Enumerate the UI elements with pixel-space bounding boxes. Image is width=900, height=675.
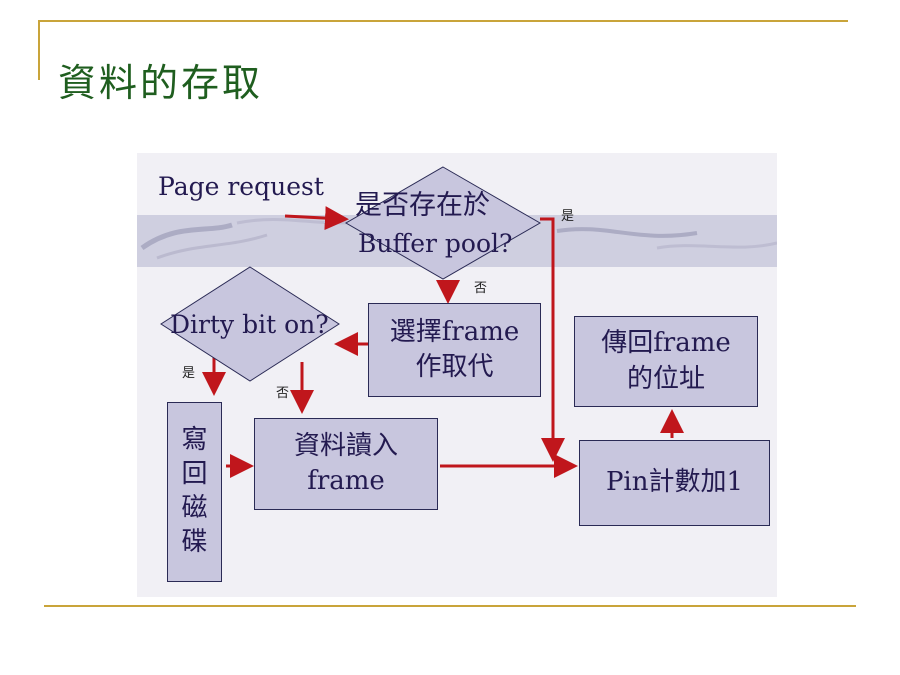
box-return-address: 傳回frame 的位址 <box>574 316 758 407</box>
box-read-line2: frame <box>307 466 385 496</box>
edge-no-buffer-label: 否 <box>474 281 488 296</box>
decision-buffer-line2: Buffer pool? <box>358 229 513 258</box>
top-rule <box>38 20 848 22</box>
box-select-line2: 作取代 <box>415 352 494 382</box>
box-write-char4: 碟 <box>181 526 208 557</box>
slide-title: 資料的存取 <box>58 61 264 105</box>
box-pin-count: Pin計數加1 <box>579 440 770 526</box>
box-write-disk: 寫 回 磁 碟 <box>167 402 222 582</box>
decision-dirty-label: Dirty bit on? <box>170 310 329 339</box>
arrow-request <box>284 206 349 231</box>
decision-buffer-diamond <box>344 166 542 280</box>
decision-dirty-diamond <box>160 266 340 382</box>
box-return-line2: 的位址 <box>626 363 705 394</box>
edge-no-dirty-label: 否 <box>276 386 290 401</box>
box-write-char2: 回 <box>181 459 208 490</box>
edge-yes-buffer-label: 是 <box>561 209 575 224</box>
box-read-frame: 資料讀入 frame <box>254 418 438 510</box>
box-select-line1: 選擇frame <box>389 316 520 347</box>
box-read-line1: 資料讀入 <box>293 430 398 461</box>
box-write-char3: 磁 <box>181 493 208 523</box>
box-write-char1: 寫 <box>181 425 208 456</box>
box-pin-label: Pin計數加1 <box>605 467 744 498</box>
decision-buffer-line1: 是否存在於 <box>355 190 490 221</box>
edge-yes-dirty-label: 是 <box>182 366 196 381</box>
page-request-label: Page request <box>158 172 324 201</box>
left-rule <box>38 20 40 80</box>
box-return-line1: 傳回frame <box>601 328 731 359</box>
box-select-frame: 選擇frame 作取代 <box>368 303 541 397</box>
bottom-rule <box>44 605 856 607</box>
arrow-yes-buffer <box>540 217 565 462</box>
